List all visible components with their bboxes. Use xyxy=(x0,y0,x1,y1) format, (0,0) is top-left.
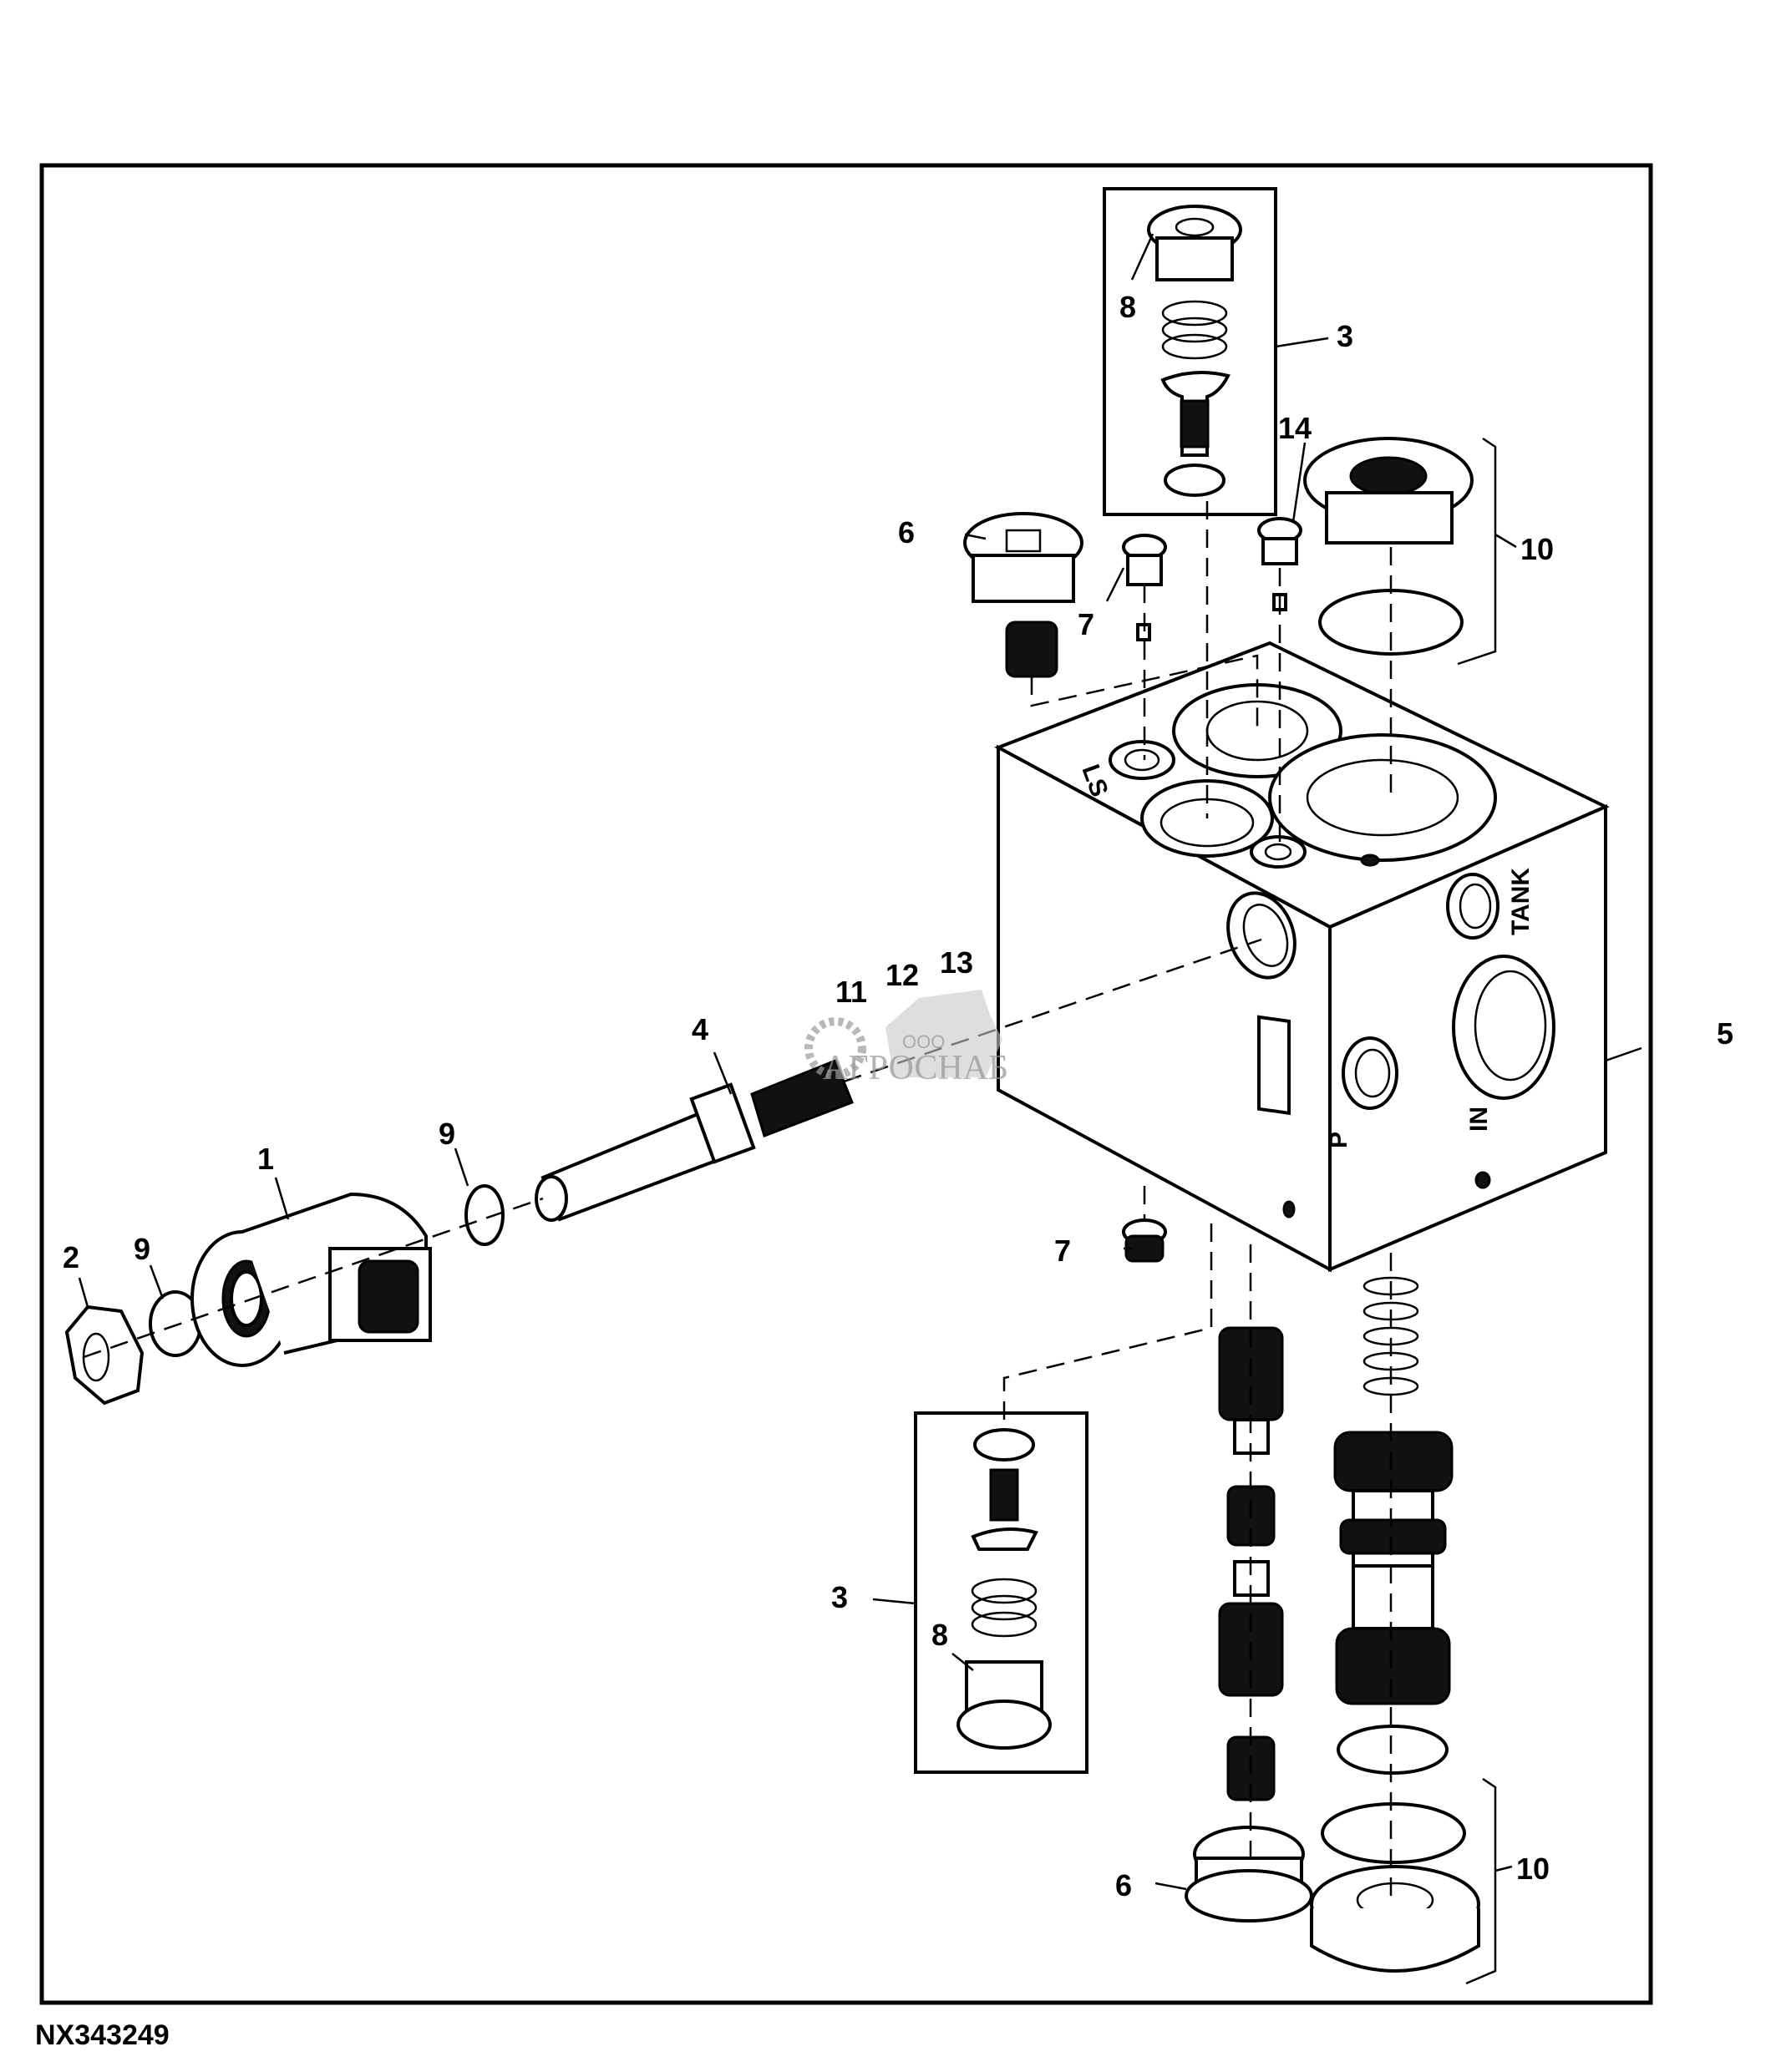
callout-13: 13 xyxy=(940,945,973,980)
orifice-plug-lower-7 xyxy=(1122,1218,1167,1263)
plug-upper-6 xyxy=(963,512,1083,678)
gear-icon xyxy=(804,1017,866,1079)
combine-harvester-icon xyxy=(885,990,1002,1077)
callout-14: 14 xyxy=(1278,411,1312,445)
port-marking-p: P xyxy=(1325,1132,1352,1148)
orifice-plug-14 xyxy=(1257,517,1302,611)
callout-8-upper: 8 xyxy=(1119,290,1136,324)
plug-kit-lower-10 xyxy=(1310,1777,1497,1985)
spool-stack-right xyxy=(1333,1276,1454,1775)
port-marking-tank: TANK xyxy=(1507,868,1535,935)
figure-id: NX343249 xyxy=(35,2019,170,2051)
callout-8-lower: 8 xyxy=(931,1618,948,1652)
watermark: ООО АГРОСНАБ xyxy=(804,990,1008,1087)
callout-10-lower: 10 xyxy=(1516,1852,1550,1886)
orifice-plug-upper-7 xyxy=(1122,534,1167,641)
callout-leaders xyxy=(78,233,1642,1891)
assembly-lines xyxy=(83,501,1393,1904)
callout-6-upper: 6 xyxy=(898,515,915,550)
callout-9-front: 9 xyxy=(134,1232,150,1266)
callout-12: 12 xyxy=(885,958,919,992)
callout-1: 1 xyxy=(257,1142,274,1176)
solenoid-cartridge-4 xyxy=(535,1059,854,1222)
solenoid-coil-1 xyxy=(190,1192,432,1367)
callout-7-upper: 7 xyxy=(1078,607,1094,641)
callout-5: 5 xyxy=(1717,1016,1733,1051)
plug-kit-upper-10 xyxy=(1303,437,1497,666)
callout-2: 2 xyxy=(63,1240,79,1274)
callout-9-rear: 9 xyxy=(439,1117,455,1151)
diagram-frame xyxy=(39,163,1653,2005)
relief-valve-assembly-lower xyxy=(914,1411,1088,1774)
valve-housing: LS TANK IN P xyxy=(994,641,1610,1273)
watermark-prefix: ООО xyxy=(902,1031,945,1052)
plug-lower-6 xyxy=(1185,1826,1313,1923)
callout-10-upper: 10 xyxy=(1520,532,1554,566)
callout-6-lower: 6 xyxy=(1115,1868,1132,1902)
callout-4: 4 xyxy=(692,1012,708,1046)
relief-valve-assembly-upper xyxy=(1103,187,1277,516)
callout-7-lower: 7 xyxy=(1054,1234,1071,1268)
o-ring-rear-9 xyxy=(464,1184,505,1246)
callout-3-upper: 3 xyxy=(1337,319,1353,353)
port-marking-in: IN xyxy=(1465,1107,1493,1132)
callout-11: 11 xyxy=(835,975,867,1009)
callout-3-lower: 3 xyxy=(831,1580,848,1614)
coil-nut-2 xyxy=(64,1304,145,1406)
watermark-brand: АГРОСНАБ xyxy=(823,1049,1008,1087)
